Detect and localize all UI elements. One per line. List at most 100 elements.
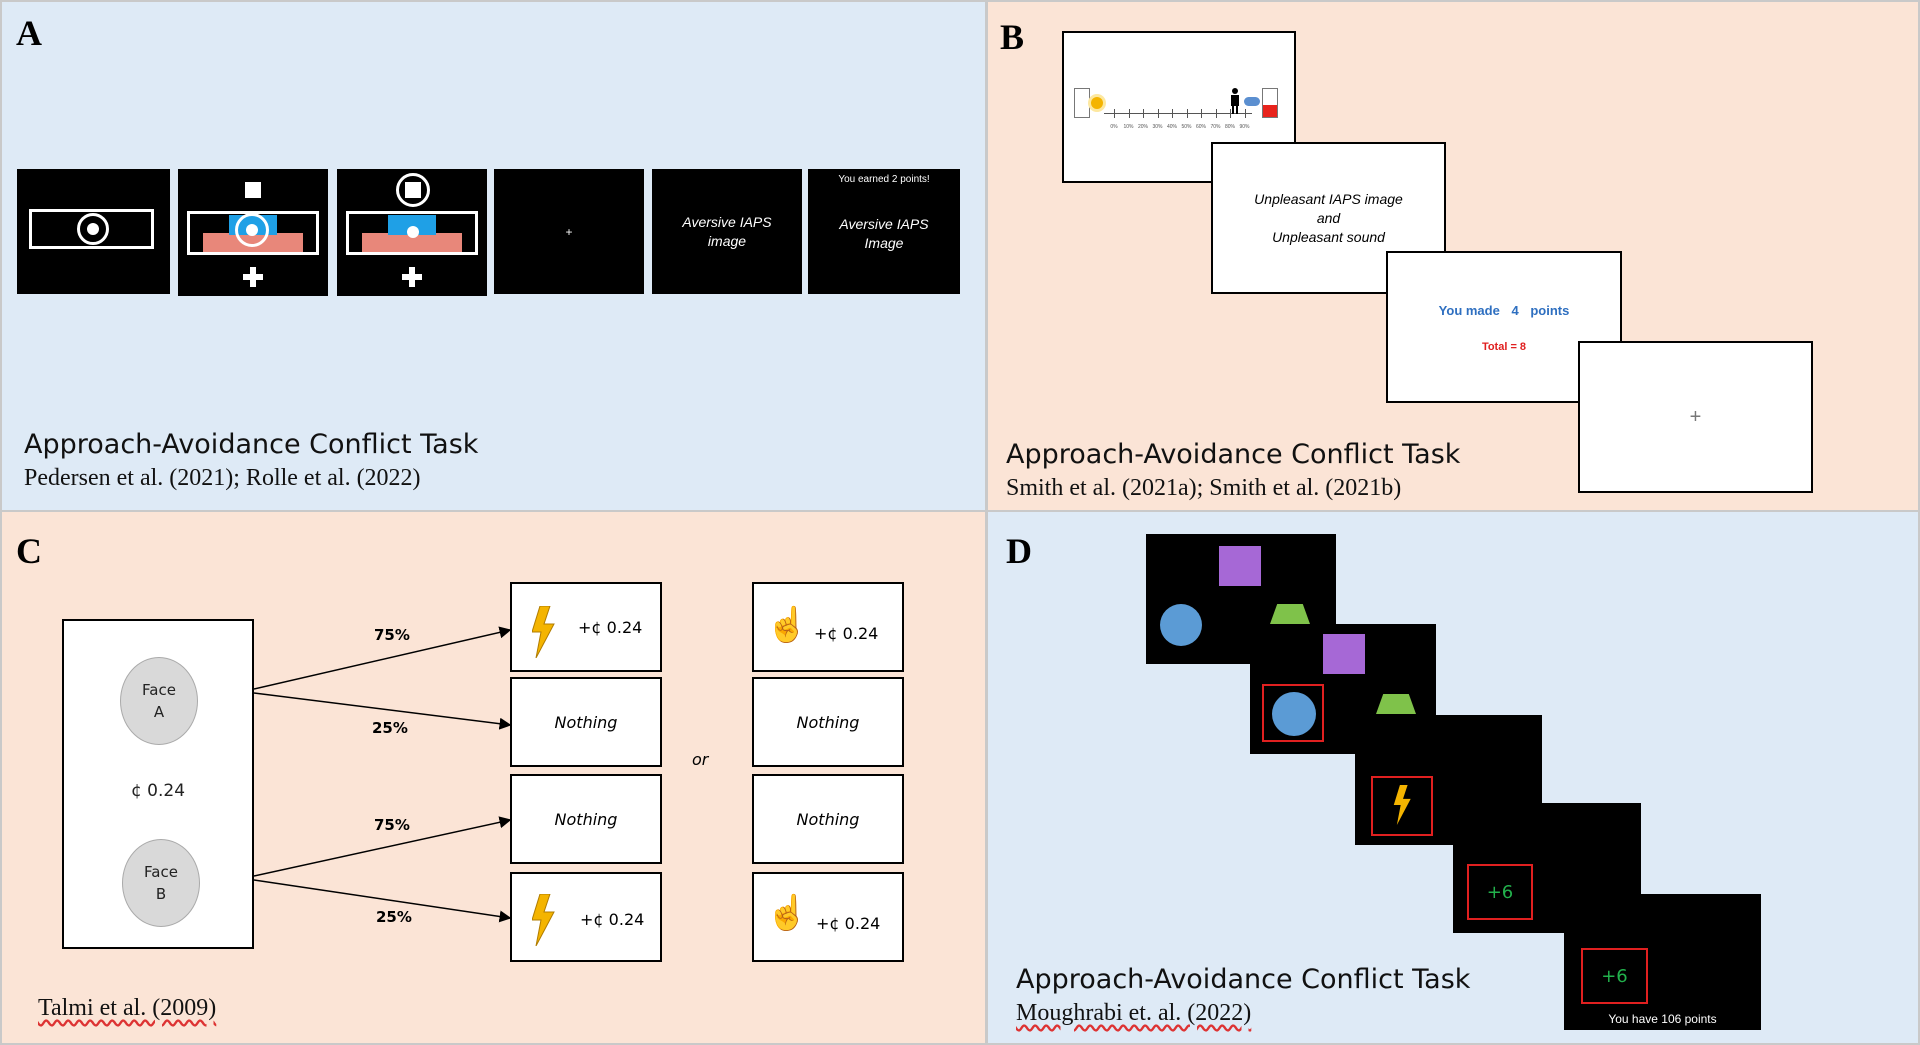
- selection-frame: +6: [1581, 948, 1648, 1004]
- aac-screen-3: [337, 169, 487, 296]
- outcome-text: Nothing: [796, 809, 860, 829]
- square-stimulus: [1219, 546, 1261, 586]
- face-b-line-2: B: [155, 885, 167, 903]
- total-screen: +6 You have 106 points: [1564, 894, 1761, 1030]
- scale-tick: [1230, 109, 1231, 118]
- aversive-image-label: Aversive IAPS image: [682, 213, 772, 249]
- percent-label: 25%: [372, 719, 408, 737]
- panel-d: D +6 +6 You have 106 points Approach-Avo…: [986, 510, 1920, 1045]
- lightning-icon: [1393, 785, 1411, 825]
- trapezoid-stimulus: [1376, 694, 1416, 714]
- panel-a: A + Aversive IAPS imag: [0, 0, 987, 512]
- stimulus-line-1: Unpleasant IAPS image: [1254, 191, 1403, 207]
- lightning-icon: [532, 606, 555, 658]
- face-stimulus-box: Face A ¢ 0.24 Face B: [62, 619, 254, 949]
- citation-c: Talmi et al. (2009): [38, 995, 217, 1021]
- points-gain: +6: [1601, 965, 1628, 987]
- points-earned-label: You earned 2 points!: [838, 174, 930, 185]
- square-icon: [405, 182, 421, 198]
- total-label: Total = 8: [1481, 341, 1527, 353]
- percent-label: 25%: [376, 908, 412, 926]
- aversive-image-label: Aversive IAPS Image: [839, 216, 929, 251]
- scale-tick-label: 90%: [1239, 124, 1250, 130]
- face-a-line-2: A: [153, 703, 165, 721]
- scale-tick-label: 10%: [1123, 124, 1134, 130]
- face-a-line-1: Face: [142, 681, 176, 699]
- points-gain: +6: [1486, 881, 1514, 903]
- face-a: Face A: [120, 657, 198, 745]
- aac-screen-1: [17, 169, 170, 294]
- outcome-text: +¢ 0.24: [580, 910, 645, 929]
- outcome-shock-reward: +¢ 0.24: [510, 872, 662, 962]
- scale-tick: [1128, 109, 1130, 118]
- citation-d: Moughrabi et. al. (2022): [1016, 1000, 1252, 1026]
- scale-tick-label: 70%: [1210, 124, 1221, 130]
- scale-tick: [1172, 109, 1173, 118]
- stimulus-line-3: Unpleasant sound: [1272, 229, 1385, 245]
- points-prefix: You made: [1438, 303, 1500, 318]
- scale-tick: [1143, 109, 1144, 118]
- fixation-cross: +: [565, 224, 573, 239]
- circle-stimulus: [1160, 604, 1202, 646]
- citation-a: Pedersen et al. (2021); Rolle et al. (20…: [24, 465, 421, 491]
- scale-tick-label: 0%: [1110, 124, 1118, 130]
- outcome-nothing: Nothing: [752, 774, 904, 864]
- scale-card: 0%10%20%30%40%50%60%70%80%90%: [1062, 31, 1296, 183]
- reward-label: ¢ 0.24: [130, 781, 186, 801]
- scale-tick: [1244, 109, 1246, 118]
- pointing-hand-icon: ☝: [766, 894, 809, 932]
- plus-icon: [402, 267, 422, 287]
- aac-screen-5-image: Aversive IAPS image: [652, 169, 802, 294]
- outcome-nothing: Nothing: [510, 774, 662, 864]
- square-icon: [245, 182, 261, 198]
- selection-frame: [1262, 684, 1324, 742]
- outcome-text: +¢ 0.24: [578, 618, 643, 637]
- scale-tick: [1201, 109, 1202, 118]
- scale-tick: [1215, 109, 1217, 118]
- scale-tick-label: 80%: [1224, 124, 1235, 130]
- outcome-text: +¢ 0.24: [816, 914, 881, 933]
- filled-bar-icon: [1262, 88, 1278, 118]
- outcome-text: Nothing: [796, 712, 860, 732]
- person-icon: [1231, 88, 1239, 114]
- pointing-hand-icon: ☝: [766, 606, 809, 644]
- points-value: 4: [1511, 303, 1519, 318]
- outcome-text: Nothing: [554, 712, 618, 732]
- panel-b: B 0%10%20%30%40%50%60%70%80%90% Unpleasa…: [986, 0, 1920, 512]
- square-stimulus: [1323, 634, 1365, 674]
- scale-tick-label: 30%: [1152, 124, 1163, 130]
- selection-frame: [1371, 776, 1433, 836]
- percent-label: 75%: [374, 626, 410, 644]
- lightning-icon: [532, 894, 555, 946]
- points-suffix: points: [1530, 303, 1570, 318]
- outcome-text: +¢ 0.24: [814, 624, 879, 643]
- citation-b: Smith et al. (2021a); Smith et al. (2021…: [1006, 475, 1402, 501]
- scale-tick-label: 40%: [1166, 124, 1177, 130]
- panel-letter-c: C: [16, 531, 42, 571]
- panel-letter-b: B: [1000, 17, 1025, 57]
- scale-tick: [1157, 109, 1159, 118]
- task-title-b: Approach-Avoidance Conflict Task: [1006, 439, 1461, 470]
- task-title-d: Approach-Avoidance Conflict Task: [1016, 964, 1471, 995]
- probability-arrows: [253, 626, 512, 923]
- face-b-line-1: Face: [144, 863, 178, 881]
- percent-label: 75%: [374, 816, 410, 834]
- outcome-nothing: Nothing: [510, 677, 662, 767]
- total-points-label: You have 106 points: [1608, 1012, 1717, 1026]
- fixation-card: +: [1578, 341, 1813, 493]
- fixation-cross: +: [1689, 405, 1702, 428]
- scale-tick-label: 20%: [1137, 124, 1148, 130]
- scale-tick-label: 60%: [1195, 124, 1206, 130]
- stimulus-line-2: and: [1316, 210, 1341, 226]
- aac-screen-2: [178, 169, 328, 296]
- panel-letter-a: A: [16, 13, 42, 53]
- panel-letter-d: D: [1006, 531, 1032, 571]
- aac-screen-6-outcome: You earned 2 points! Aversive IAPS Image: [808, 169, 960, 294]
- outcome-touch-reward: ☝ +¢ 0.24: [752, 582, 904, 672]
- outcome-text: Nothing: [554, 809, 618, 829]
- scale-tick: [1114, 109, 1115, 118]
- rain-cloud-icon: [1244, 97, 1260, 106]
- scale-tick: [1186, 109, 1188, 118]
- selection-frame: +6: [1467, 864, 1533, 920]
- plus-icon: [243, 267, 263, 287]
